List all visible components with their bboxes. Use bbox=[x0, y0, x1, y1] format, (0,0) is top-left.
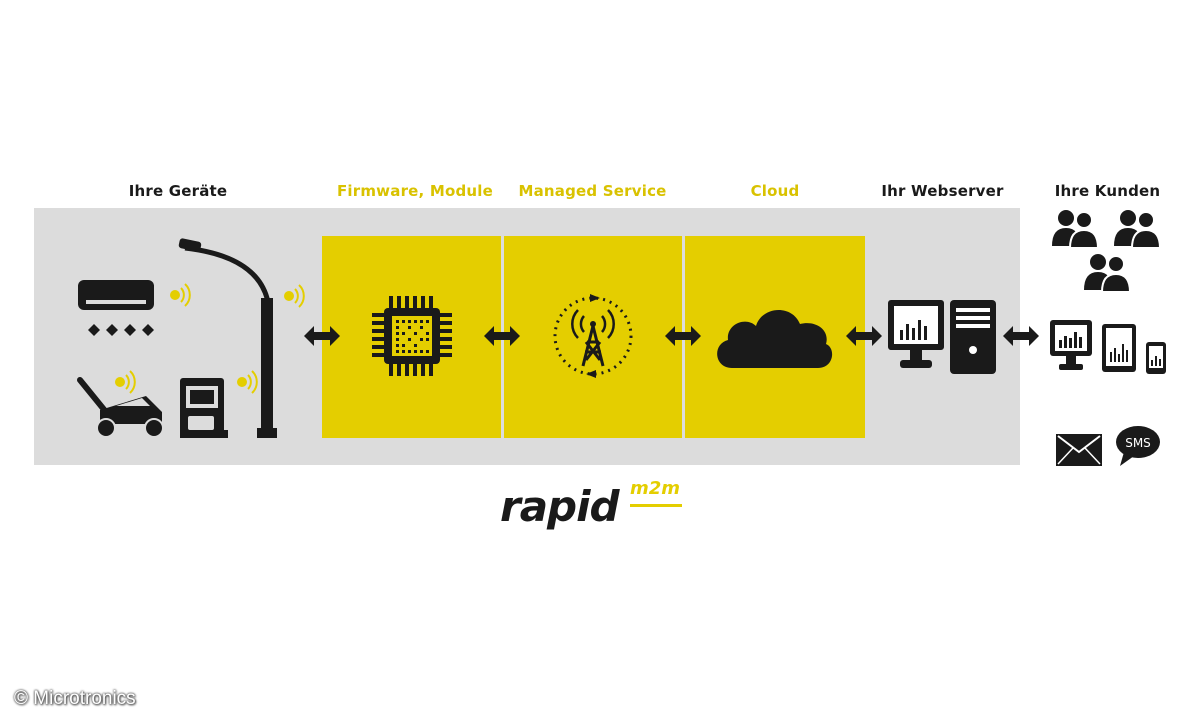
users-icon bbox=[1052, 210, 1100, 249]
double-arrow-icon bbox=[304, 326, 340, 346]
cloud-icon bbox=[717, 309, 833, 368]
sms-label: SMS bbox=[1125, 436, 1151, 450]
monitor-icon bbox=[888, 300, 944, 368]
coffee-machine-icon bbox=[180, 370, 258, 438]
envelope-icon bbox=[1056, 434, 1102, 466]
sms-bubble-icon: SMS bbox=[1116, 426, 1160, 466]
monitor-icon bbox=[1050, 320, 1092, 370]
double-arrow-icon bbox=[484, 326, 520, 346]
double-arrow-icon bbox=[665, 326, 701, 346]
heading-webserver: Ihr Webserver bbox=[881, 182, 1004, 200]
air-conditioner-icon bbox=[78, 280, 191, 336]
heading-devices: Ihre Geräte bbox=[128, 182, 228, 200]
tablet-icon bbox=[1102, 324, 1136, 372]
server-icon bbox=[950, 300, 996, 374]
street-lamp-icon bbox=[178, 238, 305, 438]
double-arrow-icon bbox=[846, 326, 882, 346]
heading-managed-service: Managed Service bbox=[518, 182, 667, 200]
logo-superscript: m2m bbox=[630, 478, 681, 499]
heading-firmware: Firmware, Module bbox=[336, 182, 494, 200]
smartphone-icon bbox=[1146, 342, 1166, 374]
heading-cloud: Cloud bbox=[750, 182, 800, 200]
copyright-notice: © Microtronics bbox=[14, 688, 136, 709]
double-arrow-icon bbox=[1003, 326, 1039, 346]
rapid-m2m-logo: rapid m2m bbox=[500, 478, 700, 538]
chip-icon bbox=[372, 296, 452, 376]
logo-main-text: rapid bbox=[500, 482, 620, 531]
users-icon bbox=[1114, 210, 1162, 249]
antenna-tower-icon bbox=[553, 294, 633, 378]
heading-customers: Ihre Kunden bbox=[1054, 182, 1161, 200]
lawn-mower-icon bbox=[77, 370, 164, 438]
users-icon bbox=[1084, 254, 1132, 293]
logo-underline bbox=[630, 504, 682, 507]
